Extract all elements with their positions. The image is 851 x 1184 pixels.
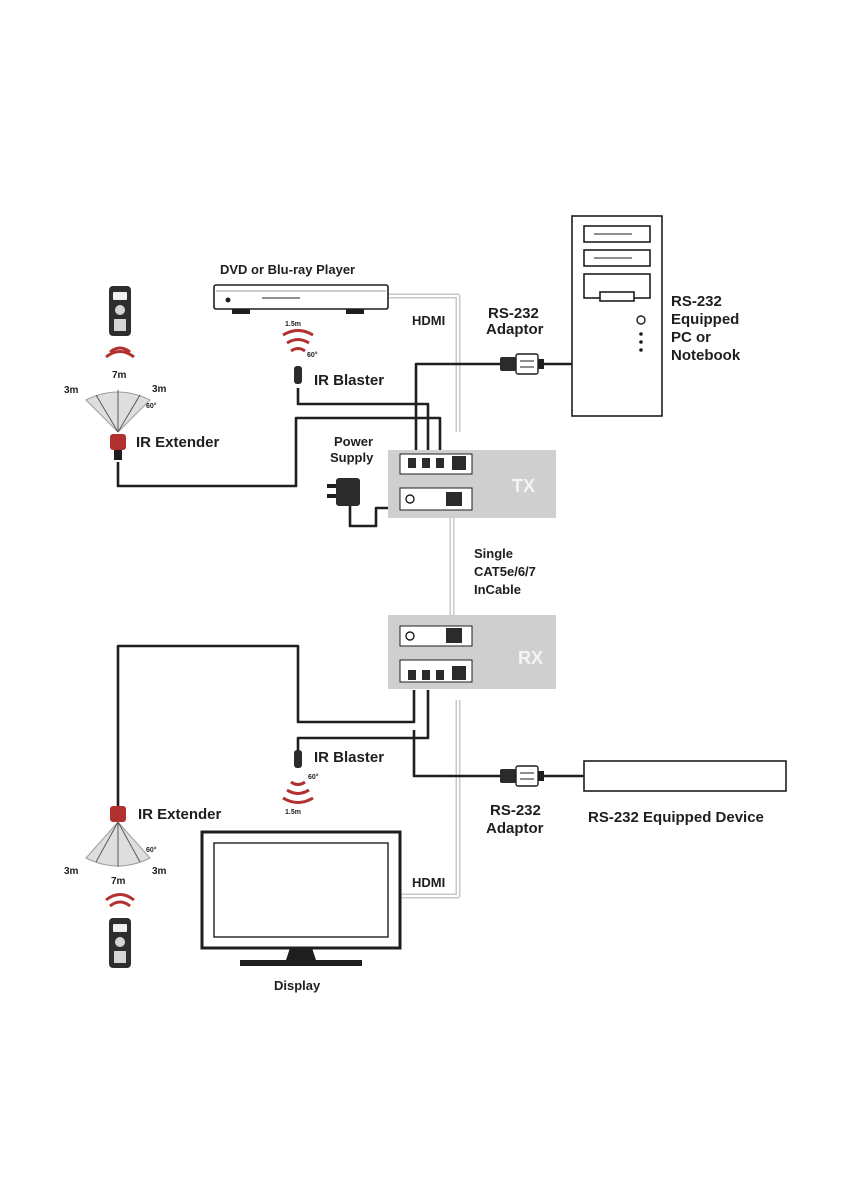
ir-extender-bottom-label: IR Extender xyxy=(138,806,222,823)
extender-bottom-center-label: 7m xyxy=(111,876,126,887)
blaster-top-angle-label: 60° xyxy=(307,351,318,359)
remote-bottom-signal-icon xyxy=(105,893,135,902)
rx-unit xyxy=(388,615,556,689)
extender-top-angle-label: 60° xyxy=(146,402,157,410)
blaster-bottom-signal-icon xyxy=(290,780,306,786)
ir-extender-fan-bottom xyxy=(85,821,151,867)
dvd-player-label: DVD or Blu-ray Player xyxy=(220,262,355,277)
rs232-device xyxy=(583,760,787,792)
ir-extender-bottom xyxy=(110,806,126,822)
pc-label-line-3: PC or xyxy=(671,329,711,346)
extender-top-center-label: 7m xyxy=(112,370,127,381)
pc-label-line-1: RS-232 xyxy=(671,293,722,310)
rs232-adaptor-top-label: RS-232 Adaptor xyxy=(486,305,544,338)
extender-bottom-left-label: 3m xyxy=(64,866,79,877)
rs232-adaptor-bottom xyxy=(500,765,544,787)
pc-tower xyxy=(571,215,663,417)
blaster-bottom-range-label: 1.5m xyxy=(285,809,301,816)
tx-unit xyxy=(388,450,556,518)
rs232-device-label: RS-232 Equipped Device xyxy=(588,809,764,826)
rs232-cable-bottom xyxy=(412,730,500,778)
pc-label-line-4: Notebook xyxy=(671,347,741,364)
display xyxy=(200,830,402,966)
ir-blaster-cable-top xyxy=(296,388,430,450)
ir-blaster-bottom xyxy=(282,750,314,804)
hdmi-bottom-label: HDMI xyxy=(412,875,445,890)
display-label: Display xyxy=(274,978,321,993)
remote-control-top xyxy=(105,286,135,359)
power-supply xyxy=(327,478,360,506)
extender-top-right-label: 3m xyxy=(152,384,167,395)
blaster-signal-icon xyxy=(282,329,314,337)
cables xyxy=(116,293,584,899)
rs232-adaptor-top xyxy=(500,353,544,375)
pc-label-line-2: Equipped xyxy=(671,311,739,328)
ir-extender-cable-bottom xyxy=(116,644,416,806)
ir-blaster-top-label: IR Blaster xyxy=(314,372,384,389)
ir-extender-top-label: IR Extender xyxy=(136,434,220,451)
remote-control-bottom xyxy=(105,893,135,968)
rx-label: RX xyxy=(518,648,543,668)
blaster-top-range-label: 1.5m xyxy=(285,321,301,328)
tx-label: TX xyxy=(512,476,535,496)
ir-extender-fan-top xyxy=(85,390,151,433)
rs232-cable-top xyxy=(414,362,500,450)
blaster-bottom-angle-label: 60° xyxy=(308,773,319,781)
ir-extender-top xyxy=(110,434,126,460)
pc-label: RS-232 Equipped PC or Notebook xyxy=(671,293,744,364)
rs232-adaptor-bottom-label: RS-232 Adaptor xyxy=(486,802,545,837)
ir-extender-cable-top xyxy=(116,416,442,488)
cable-label: Single CAT5e/6/7 InCable xyxy=(474,546,540,597)
ir-blaster-top xyxy=(282,329,314,384)
power-cable xyxy=(348,506,402,528)
extender-bottom-angle-label: 60° xyxy=(146,846,157,854)
ir-blaster-cable-bottom xyxy=(296,690,430,752)
ir-blaster-bottom-label: IR Blaster xyxy=(314,749,384,766)
remote-signal-icon xyxy=(109,346,131,354)
power-supply-label: Power Supply xyxy=(330,434,377,465)
extender-bottom-right-label: 3m xyxy=(152,866,167,877)
dvd-player xyxy=(213,284,389,314)
hdmi-top-label: HDMI xyxy=(412,313,445,328)
extender-top-left-label: 3m xyxy=(64,385,79,396)
